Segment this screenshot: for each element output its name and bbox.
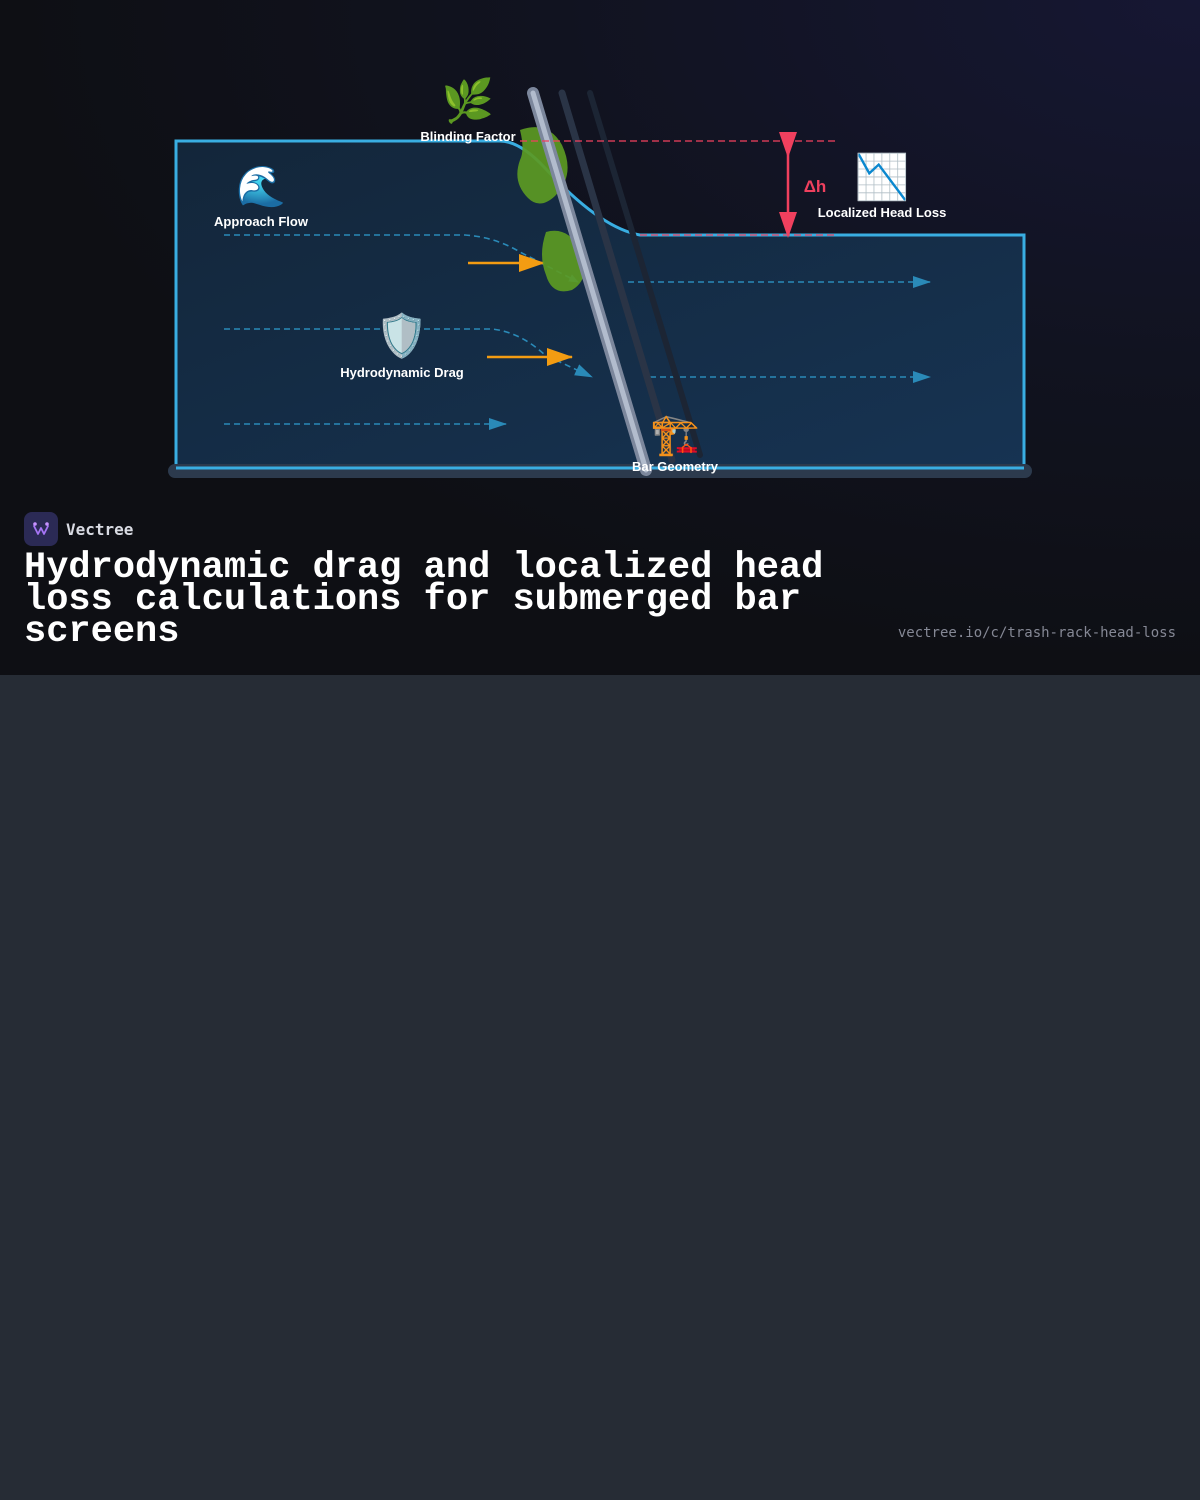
crane-icon: 🏗️ <box>650 412 700 458</box>
flow-streamlines <box>224 234 931 430</box>
blinding-factor-label: Blinding Factor <box>420 129 515 144</box>
brand[interactable]: Vectree <box>24 512 133 546</box>
card: 🌊 🌿 🛡️ 🏗️ 📉 Approach Flow Blinding Facto… <box>0 0 1200 675</box>
bar-geometry-label: Bar Geometry <box>632 459 719 474</box>
drag-arrows <box>468 254 573 366</box>
delta-h-label: Δh <box>804 177 827 196</box>
bar-screen <box>527 87 703 476</box>
shield-icon: 🛡️ <box>376 311 428 360</box>
trash-rack-diagram: 🌊 🌿 🛡️ 🏗️ 📉 Approach Flow Blinding Facto… <box>168 76 1032 478</box>
leaf-icon: 🌿 <box>442 76 494 125</box>
page-title: Hydrodynamic drag and localized head los… <box>24 547 824 653</box>
head-loss-indicator <box>520 132 835 238</box>
brand-name: Vectree <box>66 519 134 539</box>
vectree-logo-icon <box>24 512 58 546</box>
channel-floor <box>168 464 1032 478</box>
localized-head-loss-label: Localized Head Loss <box>818 205 947 220</box>
chart-decreasing-icon: 📉 <box>855 152 910 203</box>
footer: Vectree Hydrodynamic drag and localized … <box>24 512 1176 662</box>
wave-icon: 🌊 <box>236 163 286 210</box>
hydrodynamic-drag-label: Hydrodynamic Drag <box>340 365 464 380</box>
page-url[interactable]: vectree.io/c/trash-rack-head-loss <box>897 625 1176 641</box>
approach-flow-label: Approach Flow <box>214 214 309 229</box>
